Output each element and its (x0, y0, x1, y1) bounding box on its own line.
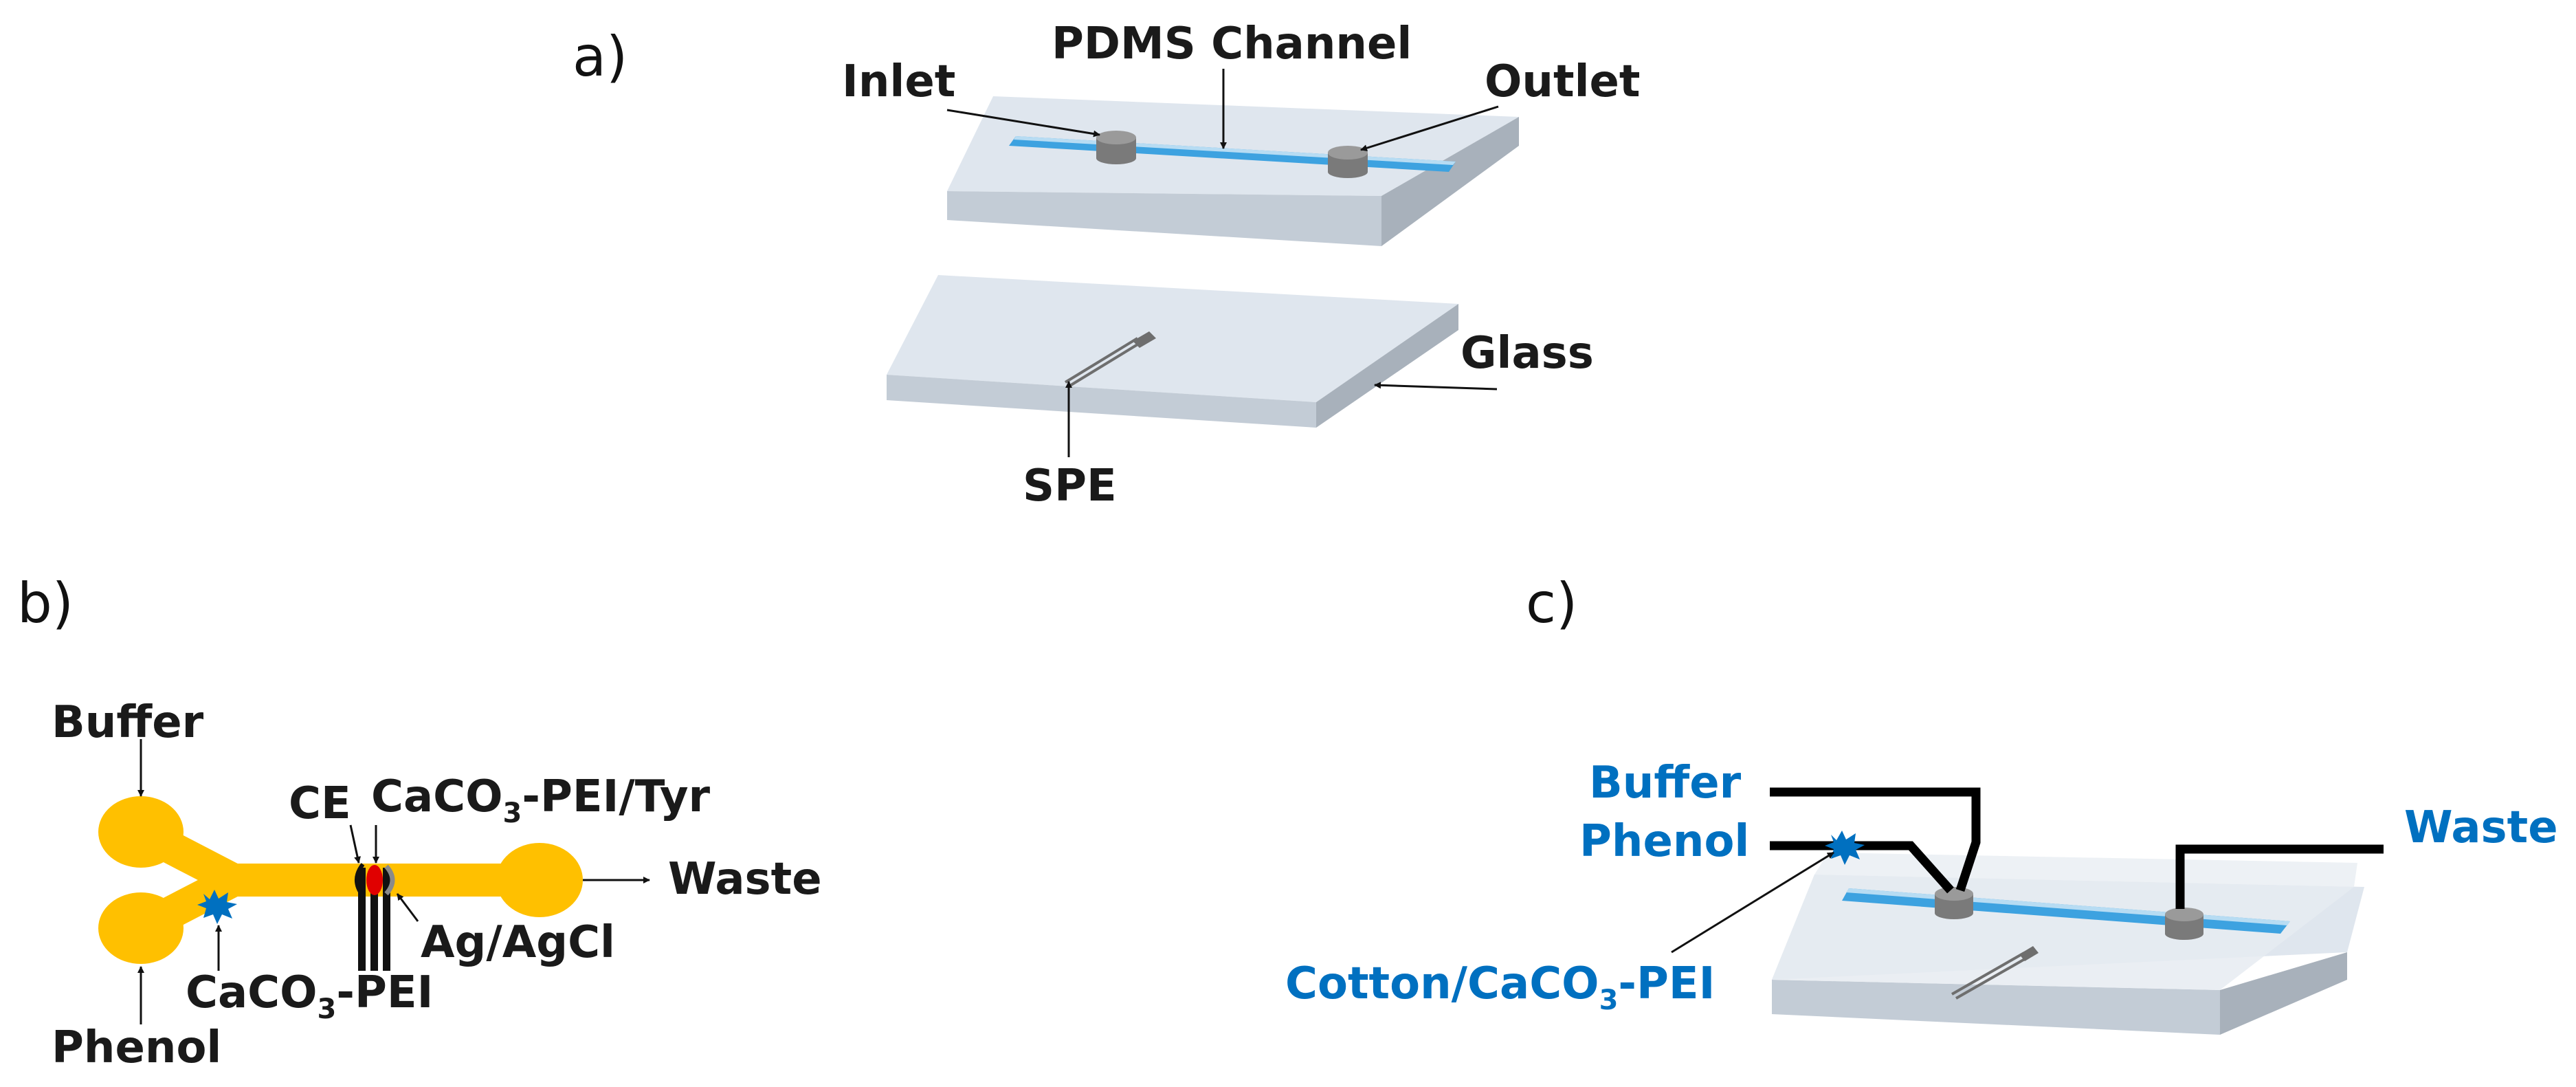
spe-electrode (1064, 331, 1156, 388)
assembled-glass-front (1772, 980, 2220, 1035)
glass-slab-top (887, 275, 1458, 402)
panel-a-tag: a) (573, 25, 628, 89)
panel-b-tag: b) (17, 571, 74, 635)
buffer-label-c: Buffer (1589, 758, 1742, 809)
waste-reservoir (496, 843, 583, 917)
buffer-tubing (1770, 787, 1981, 892)
pdms-channel-label: PDMS Channel (1052, 19, 1412, 69)
inlet-arrow (946, 109, 1100, 138)
cotton-caco3-pei-arrow (1671, 851, 1834, 954)
phenol-label-c: Phenol (1579, 816, 1749, 867)
caco3-pei-tyr-label: CaCO3-PEI/Tyr (371, 771, 711, 829)
panel-b: b) Buffer Phenol (17, 571, 822, 1073)
buffer-reservoir (98, 796, 184, 868)
waste-label-b: Waste (668, 854, 822, 905)
assembled-spe-electrode (1951, 946, 2039, 1000)
ag-agcl-label: Ag/AgCl (421, 917, 615, 968)
pdms-slab-side (1381, 117, 1519, 246)
ref-electrode-lead (383, 868, 390, 971)
cotton-caco3-pei-starburst (1825, 831, 1865, 865)
outlet-arrow (1360, 105, 1499, 152)
panel-a: a) (573, 19, 1641, 512)
assembled-outlet-port (2165, 908, 2203, 940)
assembled-pdms-top (1814, 853, 2357, 887)
caco3-pei-label: CaCO3-PEI (186, 967, 433, 1025)
waste-tubing (2175, 844, 2384, 909)
working-electrode-tyr (366, 865, 383, 895)
ref-electrode-arc (384, 864, 395, 896)
glass-label: Glass (1461, 328, 1594, 379)
caco3-pei-starburst (197, 890, 237, 924)
ce-arrow (349, 824, 361, 864)
we-electrode-lead (370, 868, 378, 971)
assembled-inlet-port (1935, 887, 1973, 919)
phenol-reservoir (98, 892, 184, 964)
ag-agcl-arrow (396, 893, 419, 922)
waste-label-c: Waste (2404, 802, 2558, 853)
cotton-caco3-pei-label: Cotton/CaCO3-PEI (1285, 958, 1715, 1016)
pdms-slab (947, 96, 1519, 246)
ce-label: CE (289, 778, 351, 829)
glass-slab-side (1316, 304, 1458, 428)
y-shaped-chip (98, 796, 583, 964)
buffer-label-b: Buffer (52, 697, 204, 748)
glass-arrow (1374, 382, 1498, 391)
assembled-glass-side (2220, 952, 2347, 1035)
panel-c-tag: c) (1526, 571, 1577, 635)
phenol-tubing (1770, 841, 1954, 894)
electrode-array (355, 863, 395, 971)
ce-electrode-lead (358, 868, 366, 971)
panel-c: c) (1285, 571, 2558, 1035)
phenol-label-b: Phenol (52, 1022, 221, 1073)
inlet-label: Inlet (842, 56, 955, 107)
ce-electrode-arc (355, 863, 365, 897)
glass-slab (887, 275, 1458, 428)
pdms-slab-top (947, 96, 1519, 196)
outlet-label: Outlet (1485, 56, 1641, 107)
outlet-port (1328, 146, 1368, 178)
glass-slab-front (887, 375, 1316, 428)
spe-label: SPE (1023, 461, 1117, 512)
inlet-port (1096, 131, 1136, 164)
assembled-device (1772, 853, 2364, 1035)
pdms-slab-front (947, 191, 1381, 246)
